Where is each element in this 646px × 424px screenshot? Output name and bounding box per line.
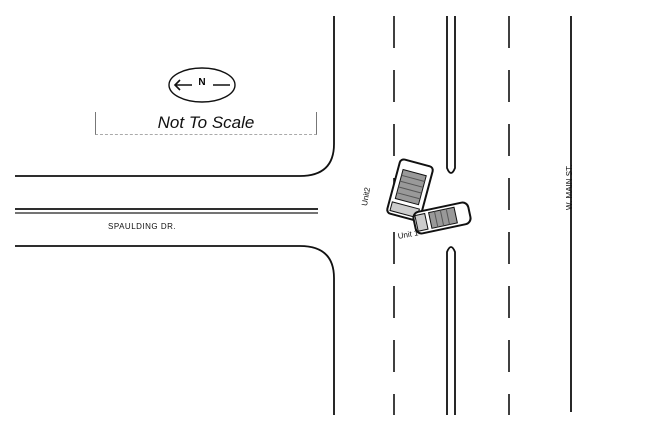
curb-upper-left bbox=[15, 16, 335, 177]
unit2-vehicle bbox=[386, 158, 434, 222]
median-north bbox=[446, 16, 456, 174]
curb-lower-left bbox=[15, 245, 335, 415]
street-label-spaulding: SPAULDING DR. bbox=[108, 222, 177, 231]
scale-note-box: Not To Scale bbox=[95, 112, 317, 135]
north-arrow-icon bbox=[173, 79, 230, 91]
north-arrow-ellipse bbox=[168, 67, 236, 103]
median-south bbox=[446, 246, 456, 415]
north-letter: N bbox=[198, 77, 206, 88]
street-label-main: W. MAIN ST. bbox=[565, 164, 574, 210]
unit1-vehicle bbox=[412, 201, 472, 235]
scale-note: Not To Scale bbox=[157, 113, 255, 132]
